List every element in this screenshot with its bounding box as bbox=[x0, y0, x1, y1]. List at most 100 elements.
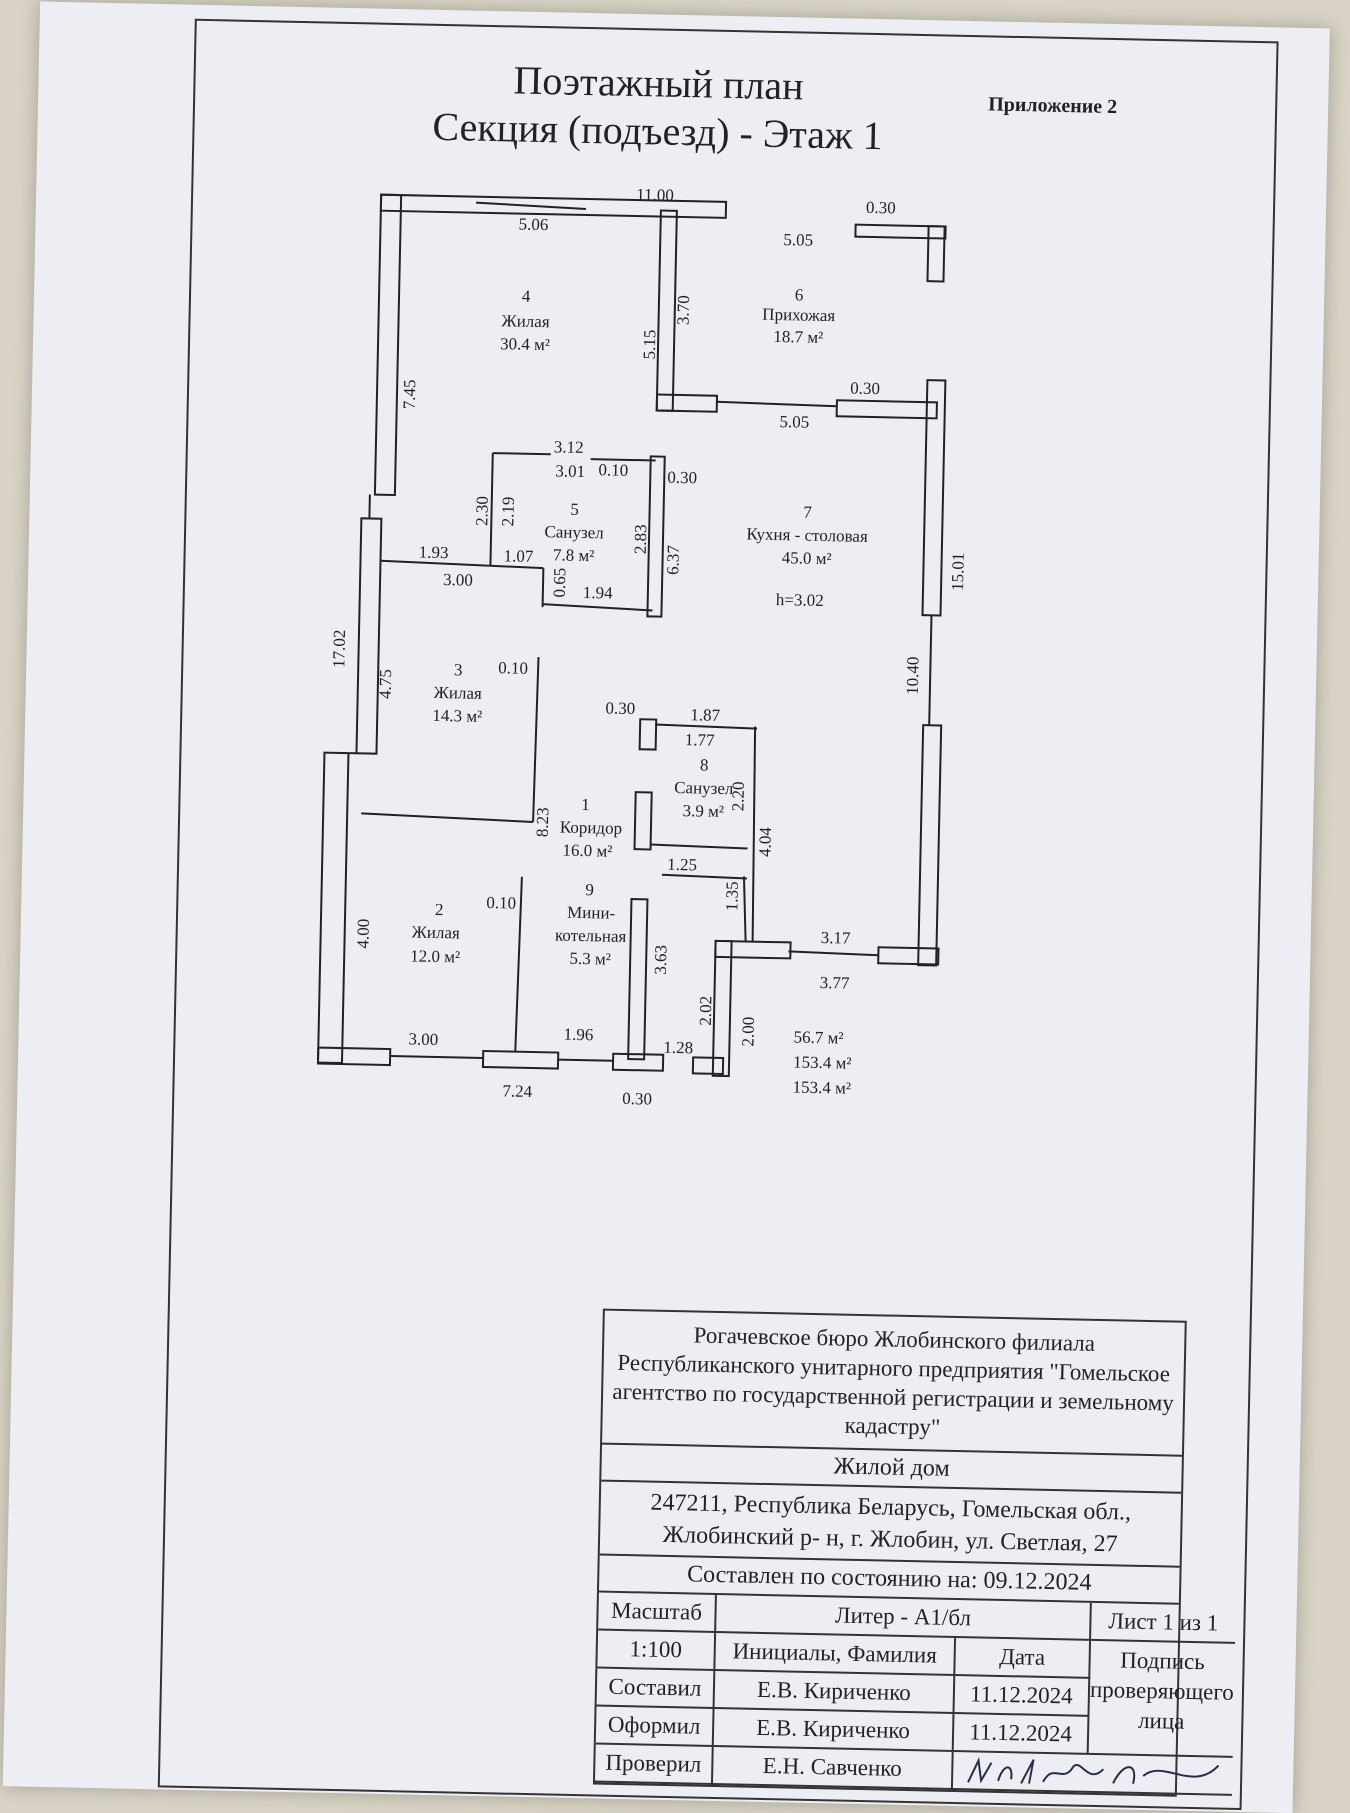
dim-4-00: 4.00 bbox=[353, 919, 373, 949]
dim-1-35: 1.35 bbox=[722, 881, 742, 911]
handwritten-signature bbox=[963, 1752, 1224, 1793]
room-5-num: 5 bbox=[570, 500, 579, 519]
room-9-num: 9 bbox=[585, 880, 594, 899]
dim-2-00: 2.00 bbox=[738, 1017, 758, 1047]
dim-5-06: 5.06 bbox=[518, 215, 548, 235]
dim-17-02: 17.02 bbox=[329, 629, 349, 668]
wall-bath5-top bbox=[493, 453, 551, 454]
address: 247211, Республика Беларусь, Гомельская … bbox=[600, 1482, 1181, 1568]
wall-hall-bottom-right bbox=[837, 400, 937, 418]
wall-entry bbox=[715, 941, 790, 959]
role-compiled: Составил bbox=[597, 1669, 716, 1709]
sheet-label: Лист 1 из 1 bbox=[1091, 1603, 1236, 1644]
role-formatted: Оформил bbox=[596, 1707, 715, 1747]
dim-0-10-bath: 0.10 bbox=[598, 460, 628, 480]
dim-5-05-bottom: 5.05 bbox=[779, 412, 809, 432]
dim-1-87: 1.87 bbox=[690, 705, 721, 725]
dim-3-00-mid: 3.00 bbox=[443, 570, 473, 590]
room-1-name: Коридор bbox=[560, 818, 623, 838]
dim-3-17: 3.17 bbox=[821, 928, 852, 948]
dim-3-01: 3.01 bbox=[555, 461, 585, 481]
wall-porch-side bbox=[927, 226, 944, 281]
dim-3-63: 3.63 bbox=[651, 945, 671, 975]
floor-plan: 11.00 5.06 0.30 5.05 3.70 5.15 7.45 0.30… bbox=[13, 1, 1330, 1328]
wall-bath5-step bbox=[543, 568, 544, 607]
wall-bath8-left bbox=[635, 792, 652, 849]
window-top bbox=[476, 203, 586, 209]
dim-7-45: 7.45 bbox=[400, 379, 420, 409]
room-5-name: Санузел bbox=[544, 522, 604, 542]
dim-1-28: 1.28 bbox=[663, 1038, 693, 1058]
room-4-area: 30.4 м² bbox=[500, 334, 550, 354]
door-bottom bbox=[558, 1060, 613, 1061]
window-right bbox=[929, 615, 931, 725]
room-8-num: 8 bbox=[700, 755, 709, 774]
dim-0-30-bottom: 0.30 bbox=[622, 1089, 652, 1109]
wall-bath5-bottom bbox=[543, 604, 653, 610]
wall-left-upper bbox=[356, 518, 381, 753]
initials-label: Инициалы, Фамилия bbox=[715, 1633, 956, 1676]
dim-2-83: 2.83 bbox=[631, 524, 651, 554]
room-2-area: 12.0 м² bbox=[410, 946, 460, 966]
dim-1-93: 1.93 bbox=[418, 543, 448, 563]
dim-0-30-bath: 0.30 bbox=[667, 468, 697, 488]
dim-2-19: 2.19 bbox=[498, 496, 518, 526]
wall-room3-right bbox=[533, 657, 538, 822]
dim-15-01: 15.01 bbox=[948, 552, 968, 591]
dim-4-75: 4.75 bbox=[376, 669, 396, 699]
signature-label-line2: проверяющего bbox=[1090, 1675, 1234, 1708]
wall-bath8-bottom bbox=[651, 844, 748, 848]
paper-sheet: Поэтажный план Секция (подъезд) - Этаж 1… bbox=[3, 1, 1330, 1813]
scale-value: 1:100 bbox=[597, 1631, 716, 1671]
dim-0-10-room2: 0.10 bbox=[486, 893, 516, 913]
room-7-area: 45.0 м² bbox=[782, 548, 832, 568]
wall-top-left bbox=[375, 195, 401, 495]
wall-right-upper bbox=[922, 380, 945, 615]
name-formatted: Е.В. Кириченко bbox=[714, 1709, 955, 1752]
room-3-area: 14.3 м² bbox=[432, 706, 482, 726]
door-hall bbox=[717, 402, 837, 407]
room-7-height: h=3.02 bbox=[776, 590, 824, 610]
signature-label-line1: Подпись bbox=[1090, 1645, 1234, 1678]
room-9-name-line1: Мини- bbox=[567, 903, 616, 923]
dim-1-96: 1.96 bbox=[563, 1025, 593, 1045]
room-3-name: Жилая bbox=[433, 683, 482, 703]
wall-left-lower bbox=[318, 753, 348, 1063]
total-area-2: 153.4 м² bbox=[793, 1052, 852, 1072]
wall-room3-bottom bbox=[361, 813, 533, 822]
dim-3-00-bottom: 3.00 bbox=[408, 1029, 438, 1049]
wall-bottom-boiler bbox=[613, 1054, 663, 1071]
dim-2-30: 2.30 bbox=[472, 496, 492, 526]
dim-0-30-bath8: 0.30 bbox=[605, 698, 635, 718]
dim-0-10-room3: 0.10 bbox=[498, 658, 528, 678]
window-bottom-right bbox=[788, 951, 878, 955]
dim-4-04: 4.04 bbox=[755, 826, 775, 857]
dim-8-23: 8.23 bbox=[533, 807, 553, 837]
dim-3-77: 3.77 bbox=[820, 973, 851, 993]
wall-hall-bottom bbox=[657, 394, 717, 411]
room-6-area: 18.7 м² bbox=[773, 327, 823, 347]
room-1-num: 1 bbox=[581, 795, 590, 814]
room-5-area: 7.8 м² bbox=[553, 545, 595, 565]
dim-7-24: 7.24 bbox=[502, 1081, 533, 1101]
wall-entry-side bbox=[713, 941, 732, 1076]
dim-11-00: 11.00 bbox=[636, 185, 674, 205]
signature-grid: Масштаб Литер - А1/бл Лист 1 из 1 1:100 … bbox=[595, 1593, 1179, 1795]
dim-0-30-porch: 0.30 bbox=[866, 198, 896, 218]
date-label: Дата bbox=[955, 1638, 1091, 1679]
dim-2-02: 2.02 bbox=[696, 996, 716, 1026]
dim-10-40: 10.40 bbox=[903, 656, 923, 695]
room-4-num: 4 bbox=[522, 287, 531, 306]
wall-boiler-left bbox=[628, 899, 647, 1059]
wall-boiler-right bbox=[743, 876, 747, 941]
dim-1-77: 1.77 bbox=[685, 730, 716, 750]
dim-1-94: 1.94 bbox=[583, 583, 614, 603]
room-8-area: 3.9 м² bbox=[682, 801, 724, 821]
room-8-name: Санузел bbox=[674, 778, 734, 798]
room-6-num: 6 bbox=[795, 285, 804, 304]
title-block: Рогачевское бюро Жлобинского филиала Рес… bbox=[593, 1309, 1187, 1797]
dim-6-37: 6.37 bbox=[663, 544, 683, 575]
wall-bottom-entry bbox=[693, 1057, 723, 1074]
dim-5-15: 5.15 bbox=[640, 329, 660, 359]
dim-1-25: 1.25 bbox=[667, 855, 697, 875]
